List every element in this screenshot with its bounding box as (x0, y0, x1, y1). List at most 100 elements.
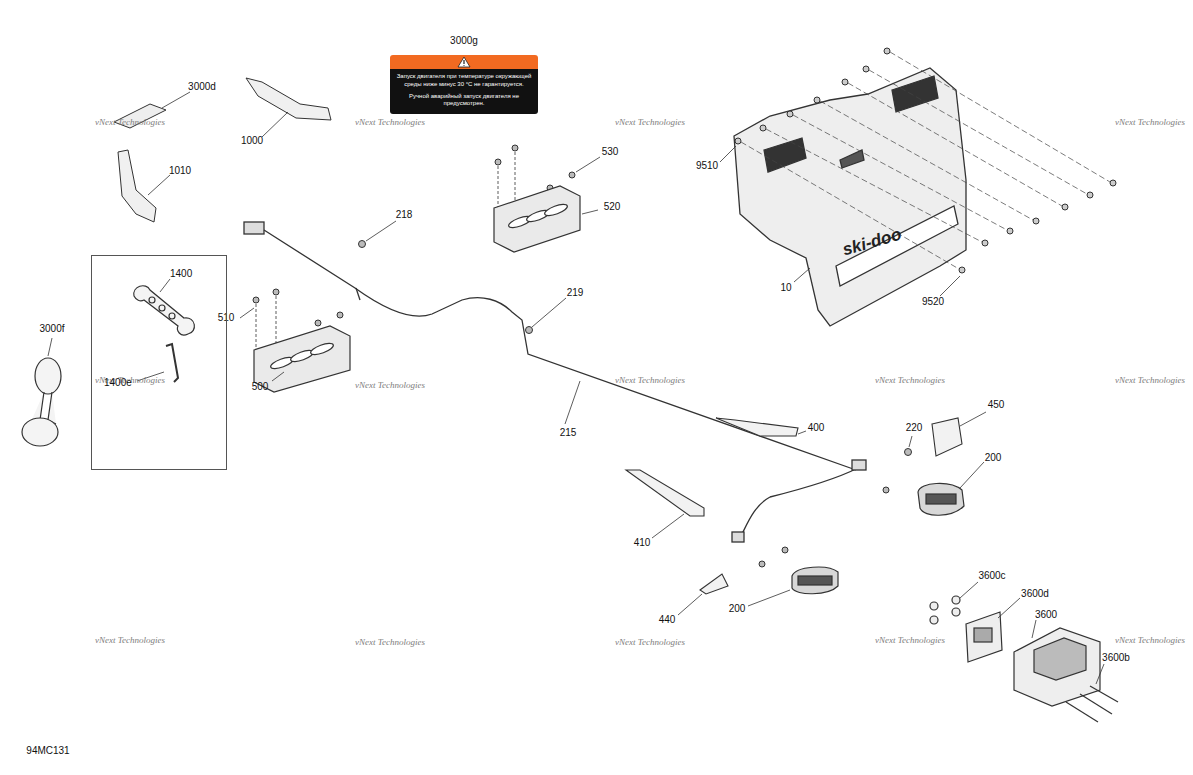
leader-lines (48, 92, 1104, 684)
leader-lines-part (798, 431, 806, 434)
trim-strips (626, 418, 962, 594)
watermark: vNext Technologies (95, 118, 165, 127)
tool-hex-key (166, 344, 178, 382)
callout-number: 3000d (188, 82, 216, 92)
screws-part (273, 289, 279, 295)
screws-part (905, 449, 912, 456)
lights-200-part (792, 567, 838, 594)
fasteners-9510-part (760, 125, 766, 131)
trim-strips-part (932, 418, 962, 456)
leader-lines-part (652, 514, 684, 538)
mirror-3000f-part (35, 358, 61, 394)
decal-text: Ручной аварийный запуск двигателя не пре… (395, 93, 533, 109)
warning-mark (463, 60, 464, 66)
body-panel-10-part (892, 76, 938, 112)
wire-harness-215-part (264, 230, 856, 470)
callout-number: 510 (218, 313, 235, 323)
callout-number: 530 (602, 147, 619, 157)
fasteners-9510-part (863, 66, 869, 72)
fasteners-9510-part (814, 97, 820, 103)
assembly-lines-part (890, 52, 1110, 182)
leader-lines-part (909, 436, 912, 447)
diagram-code: 94MC131 (26, 746, 69, 756)
screws-part (759, 561, 765, 567)
callout-number: 9520 (922, 297, 944, 307)
watermark: vNext Technologies (355, 638, 425, 647)
lights-200-part (918, 483, 964, 515)
watermark: vNext Technologies (875, 636, 945, 645)
callout-number: 219 (567, 288, 584, 298)
hitch-3600-part (1066, 702, 1098, 722)
warning-triangle (458, 57, 470, 67)
leader-lines-part (576, 157, 600, 172)
callout-number: 218 (396, 210, 413, 220)
assembly-lines-part (793, 115, 1007, 230)
hitch-3600-part (952, 596, 960, 604)
leader-lines-part (272, 372, 284, 381)
leader-lines-part (940, 276, 960, 296)
leader-lines-part (160, 279, 170, 292)
hitch-3600-part (974, 628, 992, 642)
callout-number: 3000g (390, 36, 538, 55)
callout-number: 200 (985, 453, 1002, 463)
leader-lines-part (162, 92, 190, 108)
watermark: vNext Technologies (1115, 376, 1185, 385)
hitch-3600 (930, 596, 1118, 722)
fasteners-9510-part (884, 48, 890, 54)
fasteners-9510-part (959, 267, 965, 273)
wire-harness-215-part (244, 222, 264, 234)
callout-number: 3600 (1035, 610, 1057, 620)
callout-number: 1400e (104, 378, 132, 388)
body-panel-10-part (840, 150, 864, 168)
callout-number: 440 (659, 615, 676, 625)
watermark: vNext Technologies (355, 118, 425, 127)
callout-number: 520 (604, 202, 621, 212)
callout-number: 9510 (696, 161, 718, 171)
wire-harness-215-part (770, 468, 858, 497)
trim-strips-part (716, 418, 798, 436)
fasteners-9510 (735, 48, 1116, 273)
wire-harness-215 (244, 222, 866, 542)
tool-wrench (134, 286, 195, 335)
decal-1010 (118, 150, 156, 222)
warning-icon (457, 56, 471, 68)
lights-200-part (926, 494, 956, 504)
screws-part (526, 327, 533, 334)
decal-1000 (246, 78, 331, 120)
callout-number: 1010 (169, 166, 191, 176)
tool-wrench-part (149, 297, 155, 303)
fasteners-9510-part (982, 240, 988, 246)
wire-harness-215-part (732, 532, 744, 542)
leader-lines-part (1096, 664, 1104, 684)
callout-number: 215 (560, 428, 577, 438)
plate-500-part (269, 355, 294, 371)
assembly-lines-part (766, 129, 982, 242)
hitch-3600-part (952, 608, 960, 616)
screws-part (883, 487, 889, 493)
leader-lines-part (366, 221, 396, 241)
leader-lines-part (720, 146, 736, 162)
screw-shafts-part (515, 152, 516, 200)
callout-number: 410 (634, 538, 651, 548)
hitch-3600-part (1090, 686, 1118, 702)
leader-lines-part (532, 298, 566, 327)
callout-number: 200 (729, 604, 746, 614)
decal-1010-part (118, 150, 156, 222)
decal-1000-part (246, 78, 331, 120)
hitch-3600-part (930, 602, 938, 610)
leader-lines-part (148, 175, 170, 195)
screw-shafts (256, 152, 515, 350)
hitch-3600-part (1014, 628, 1100, 706)
wire-harness-215-part (356, 288, 360, 300)
callout-number: 1000 (241, 136, 263, 146)
screw-shafts-part (276, 296, 277, 345)
leader-lines-part (240, 308, 254, 318)
leader-lines-part (998, 598, 1020, 618)
leader-lines-part (748, 590, 790, 606)
screws-part (495, 159, 501, 165)
body-panel-10-part (734, 68, 966, 326)
warning-decal: 3000gЗапуск двигателя при температуре ок… (390, 36, 538, 114)
callout-number: 3600b (1102, 653, 1130, 663)
fasteners-9510-part (1087, 192, 1093, 198)
